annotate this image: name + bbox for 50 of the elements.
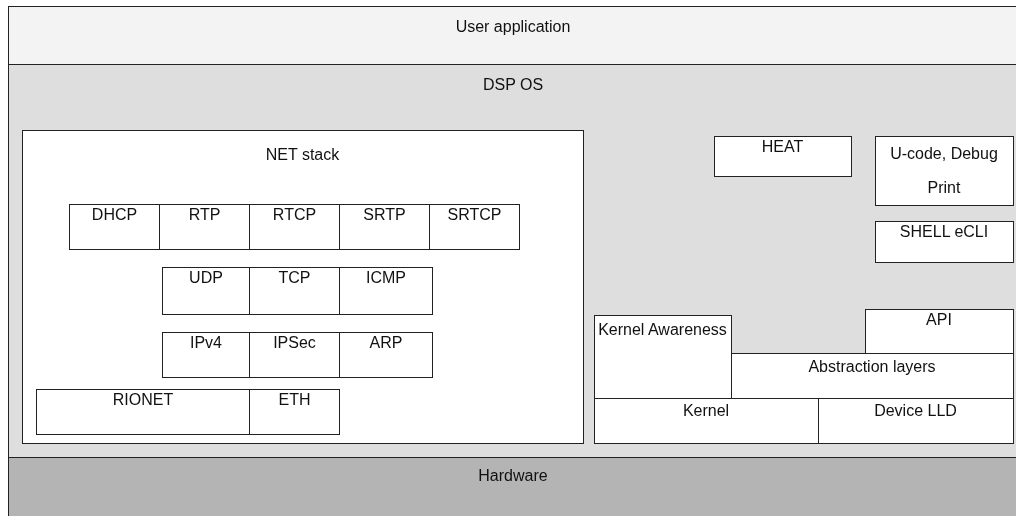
module-label: ARP bbox=[368, 333, 404, 353]
module-label: Hardware bbox=[477, 466, 549, 486]
module-label: TCP bbox=[277, 268, 312, 288]
module-label: RTCP bbox=[271, 205, 318, 225]
module-box bbox=[339, 204, 430, 250]
module-label: DSP OS bbox=[481, 75, 545, 95]
module-label: Device LLD bbox=[873, 400, 958, 421]
module-label: ICMP bbox=[365, 268, 407, 288]
module-box bbox=[339, 267, 433, 315]
module-label: Abstraction layers bbox=[807, 356, 937, 377]
module-box bbox=[817, 397, 1014, 444]
module-box bbox=[593, 397, 819, 444]
module-label: HEAT bbox=[760, 136, 805, 157]
module-label: Kernel Awareness bbox=[597, 319, 728, 340]
module-box bbox=[249, 389, 340, 435]
module-label: DHCP bbox=[90, 205, 139, 225]
module-label: IPv4 bbox=[189, 333, 223, 353]
module-label: ETH bbox=[277, 390, 312, 410]
module-label: RTP bbox=[187, 205, 222, 225]
module-box bbox=[162, 332, 250, 378]
module-box bbox=[339, 332, 433, 378]
hardware-layer-band bbox=[8, 457, 1016, 516]
module-label: IPSec bbox=[272, 333, 317, 353]
module-label: U-code, Debug Print bbox=[889, 143, 999, 198]
module-box bbox=[874, 220, 1014, 263]
module-box bbox=[593, 314, 732, 399]
os-layer-band bbox=[8, 64, 1016, 458]
module-label: Kernel bbox=[681, 400, 731, 421]
module-label: RIONET bbox=[111, 390, 175, 410]
stack-panel bbox=[21, 129, 584, 444]
module-box bbox=[249, 332, 340, 378]
module-label: SRTP bbox=[362, 205, 407, 225]
module-label: SRTCP bbox=[446, 205, 503, 225]
module-box bbox=[730, 352, 1014, 399]
module-label: NET stack bbox=[264, 144, 341, 165]
module-box bbox=[249, 267, 340, 315]
module-box bbox=[69, 204, 160, 250]
module-box bbox=[874, 135, 1014, 206]
module-label: User application bbox=[454, 17, 572, 37]
module-box bbox=[249, 204, 340, 250]
module-box bbox=[159, 204, 250, 250]
module-box bbox=[36, 389, 250, 435]
module-box bbox=[864, 308, 1014, 354]
module-box bbox=[713, 135, 852, 177]
module-label: API bbox=[925, 309, 953, 330]
module-label: UDP bbox=[188, 268, 224, 288]
application-layer-band bbox=[8, 6, 1016, 65]
module-label: SHELL eCLI bbox=[898, 221, 990, 242]
module-box bbox=[429, 204, 520, 250]
module-box bbox=[162, 267, 250, 315]
